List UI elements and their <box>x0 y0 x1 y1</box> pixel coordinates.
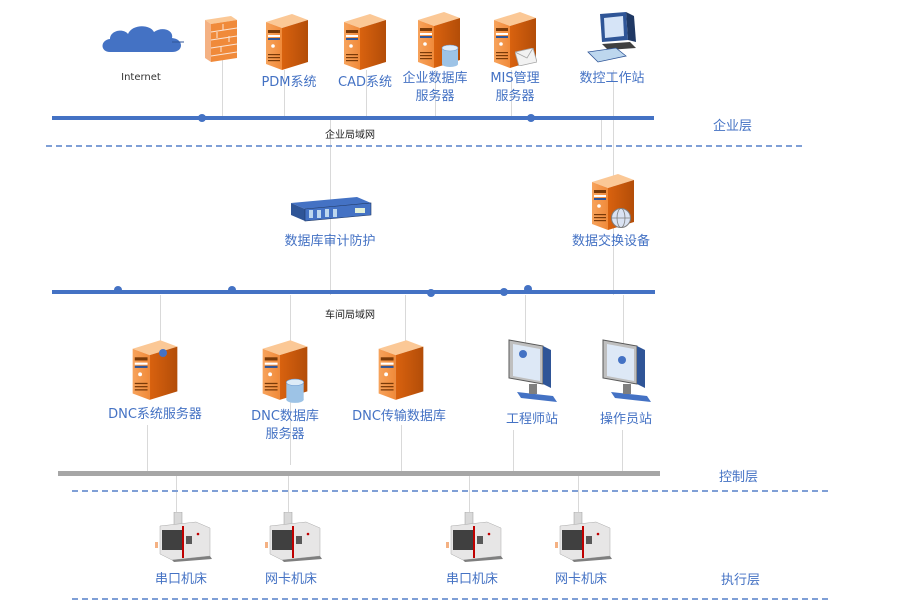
enterprise-lan-bus <box>52 116 654 120</box>
connection-dot <box>527 114 535 122</box>
machine-label: 网卡机床 <box>264 572 318 587</box>
control-layer-label: 控制层 <box>719 470 759 485</box>
engineer-station-icon <box>503 336 559 402</box>
machine-tool-icon <box>260 512 324 562</box>
execution-layer-label: 执行层 <box>721 573 761 588</box>
connector-line <box>435 70 436 118</box>
dnc-system-server-icon <box>128 336 182 402</box>
db-audit-label: 数据库审计防护 <box>284 234 376 249</box>
connection-dot <box>500 288 508 296</box>
dnc-transfer-server-icon <box>374 336 428 402</box>
cnc-workstation-label: 数控工作站 <box>579 71 645 86</box>
connector-line <box>176 476 177 516</box>
connector-line <box>623 295 624 345</box>
mis-label: MIS管理 服务器 <box>490 70 539 106</box>
pdm-label: PDM系统 <box>261 75 317 90</box>
cad-label: CAD系统 <box>338 75 392 90</box>
internet-label: Internet <box>121 72 161 83</box>
connection-dot <box>519 350 527 358</box>
pdm-server-icon <box>262 10 312 72</box>
connector-line <box>469 476 470 516</box>
connection-dot <box>427 289 435 297</box>
connector-line <box>525 295 526 345</box>
workshop-lan-label: 车间局域网 <box>325 310 375 321</box>
database-icon <box>284 378 306 404</box>
mail-icon <box>515 48 537 66</box>
machine-label: 串口机床 <box>445 572 499 587</box>
connector-line <box>513 430 514 473</box>
machine-label: 网卡机床 <box>554 572 608 587</box>
label-line: 服务器 <box>495 89 535 104</box>
enterprise-layer-label: 企业层 <box>713 119 753 134</box>
connector-line <box>601 120 602 150</box>
audit-appliance-icon <box>291 197 372 222</box>
connection-dot <box>159 349 167 357</box>
connector-line <box>284 70 285 118</box>
enterprise-db-label: 企业数据库 服务器 <box>402 70 467 106</box>
operator-station-icon <box>597 336 653 402</box>
connector-line <box>401 425 402 473</box>
layer-divider <box>46 145 802 147</box>
connection-dot <box>198 114 206 122</box>
workstation-icon <box>587 12 636 63</box>
connector-line <box>622 430 623 473</box>
enterprise-lan-label: 企业局域网 <box>325 130 375 141</box>
label-line: MIS管理 <box>490 71 540 86</box>
connector-line <box>222 60 223 118</box>
connector-line <box>366 70 367 118</box>
control-bus <box>58 471 660 476</box>
connection-dot <box>618 356 626 364</box>
label-line: 企业数据库 <box>402 71 468 86</box>
cad-server-icon <box>340 10 390 72</box>
operator-station-label: 操作员站 <box>599 412 653 427</box>
connector-line <box>578 476 579 516</box>
connector-line <box>511 70 512 118</box>
label-line: DNC数据库 <box>251 409 319 424</box>
data-exchange-label: 数据交换设备 <box>571 234 651 249</box>
label-line: 服务器 <box>265 427 305 442</box>
workshop-lan-bus <box>52 290 655 294</box>
firewall-icon <box>205 16 238 62</box>
cloud-icon <box>102 26 184 52</box>
connection-dot <box>228 286 236 294</box>
connection-dot <box>524 285 532 293</box>
dnc-db-label: DNC数据库 服务器 <box>251 408 319 444</box>
machine-tool-icon <box>150 512 214 562</box>
dnc-system-label: DNC系统服务器 <box>108 407 202 422</box>
connector-line <box>160 295 161 345</box>
database-icon <box>440 44 460 68</box>
dnc-transfer-label: DNC传输数据库 <box>352 409 446 424</box>
connector-line <box>405 295 406 345</box>
machine-tool-icon <box>550 512 614 562</box>
layer-divider <box>72 490 828 492</box>
label-line: 服务器 <box>415 89 455 104</box>
machine-label: 串口机床 <box>154 572 208 587</box>
globe-icon <box>611 208 631 228</box>
engineer-station-label: 工程师站 <box>505 412 559 427</box>
connector-line <box>288 476 289 516</box>
connector-line <box>147 425 148 473</box>
layer-divider <box>72 598 828 600</box>
connection-dot <box>114 286 122 294</box>
machine-tool-icon <box>441 512 505 562</box>
